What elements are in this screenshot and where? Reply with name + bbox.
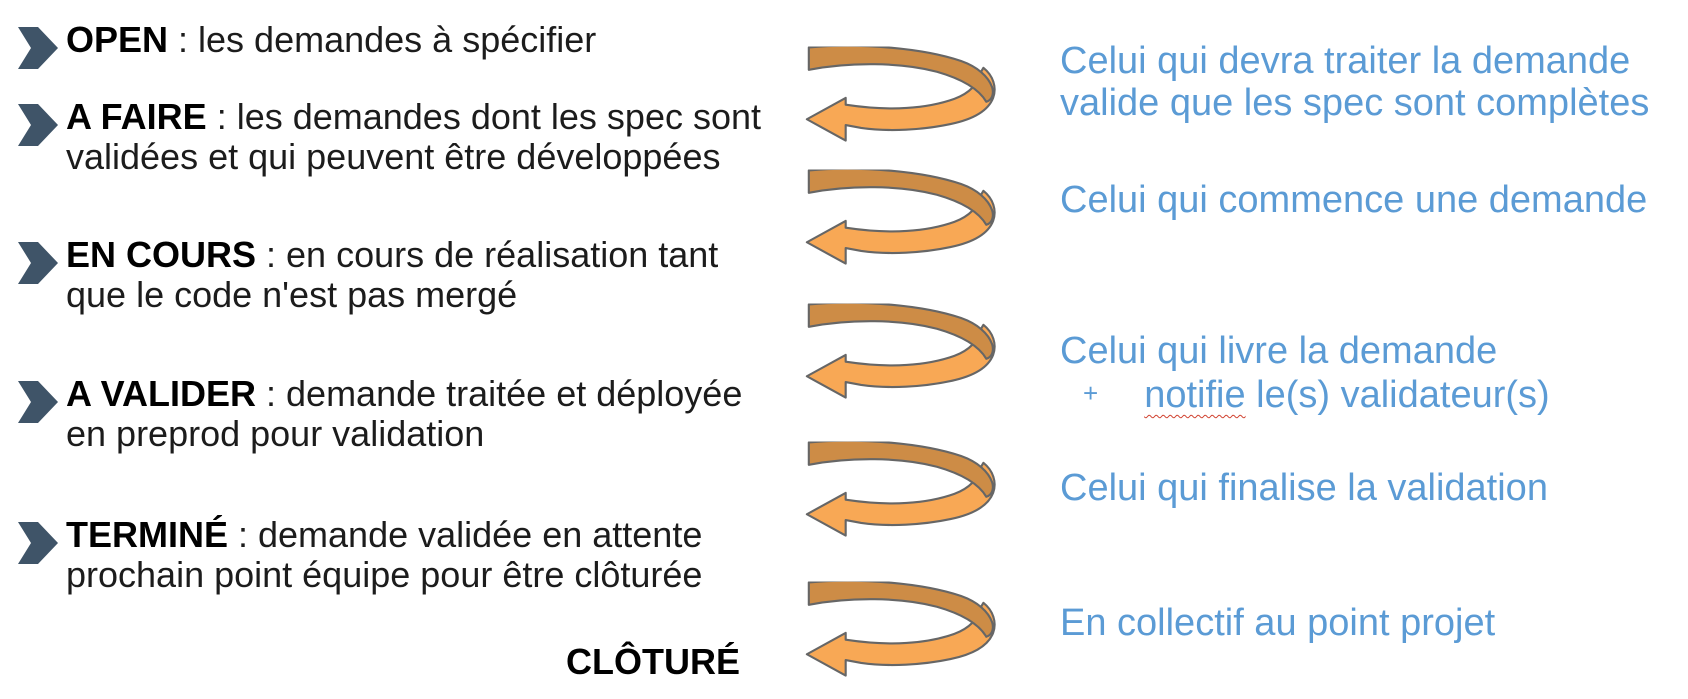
loop-arrow-icon: [803, 168, 997, 268]
note-line: Celui qui commence une demande: [1060, 179, 1648, 221]
note-commence-demande: Celui qui commence une demande: [1060, 179, 1647, 221]
note-finalise-validation: Celui qui finalise la validation: [1060, 467, 1548, 509]
status-item-a-faire: A FAIRE : les demandes dont les spec son…: [0, 97, 761, 177]
status-label: OPEN: [66, 19, 169, 60]
note-line: Celui qui livre la demande: [1060, 330, 1498, 372]
status-desc-line2: prochain point équipe pour être clôturée: [66, 554, 703, 595]
chevron-bullet-icon: [18, 522, 58, 564]
loop-arrow-icon: [803, 302, 997, 402]
note-livre-demande: Celui qui livre la demande + notifie le(s…: [1060, 330, 1550, 416]
status-desc-line1: : les demandes dont les spec sont: [206, 96, 762, 137]
status-desc-line2: en preprod pour validation: [66, 413, 485, 454]
misspelled-word: notifie: [1144, 374, 1246, 416]
chevron-bullet-icon: [18, 242, 58, 284]
status-desc-line2: que le code n'est pas mergé: [66, 274, 518, 315]
status-label: EN COURS: [66, 234, 257, 275]
loop-arrow-icon: [803, 45, 997, 145]
note-line: En collectif au point projet: [1060, 602, 1496, 644]
note-line: Celui qui finalise la validation: [1060, 467, 1548, 509]
note-line: valide que les spec sont complètes: [1060, 82, 1650, 124]
status-item-termine: TERMINÉ : demande validée en attente pro…: [0, 515, 702, 595]
status-label: TERMINÉ: [66, 514, 228, 555]
note-spec-validation: Celui qui devra traiter la demande valid…: [1060, 40, 1649, 124]
note-line-rest: le(s) validateur(s): [1245, 374, 1550, 416]
status-label-cloture: CLÔTURÉ: [566, 641, 740, 682]
chevron-bullet-icon: [18, 381, 58, 423]
plus-sign: +: [1083, 378, 1099, 408]
loop-arrow-icon: [803, 440, 997, 540]
status-desc-line1: : les demandes à spécifier: [168, 19, 597, 60]
status-desc-line1: : demande traitée et déployée: [256, 373, 743, 414]
status-item-open: OPEN : les demandes à spécifier: [0, 20, 596, 60]
status-desc-line1: : demande validée en attente: [228, 514, 703, 555]
status-label: A VALIDER: [66, 373, 257, 414]
note-collectif-point-projet: En collectif au point projet: [1060, 602, 1495, 644]
chevron-bullet-icon: [18, 27, 58, 69]
chevron-bullet-icon: [18, 104, 58, 146]
status-label: A FAIRE: [66, 96, 207, 137]
status-item-en-cours: EN COURS : en cours de réalisation tant …: [0, 235, 718, 315]
status-desc-line1: : en cours de réalisation tant: [256, 234, 719, 275]
loop-arrow-icon: [803, 580, 997, 680]
status-desc-line2: validées et qui peuvent être développées: [66, 136, 721, 177]
status-item-a-valider: A VALIDER : demande traitée et déployée …: [0, 374, 742, 454]
note-line: Celui qui devra traiter la demande: [1060, 40, 1631, 82]
note-line: + notifie le(s) validateur(s): [1060, 372, 1550, 416]
